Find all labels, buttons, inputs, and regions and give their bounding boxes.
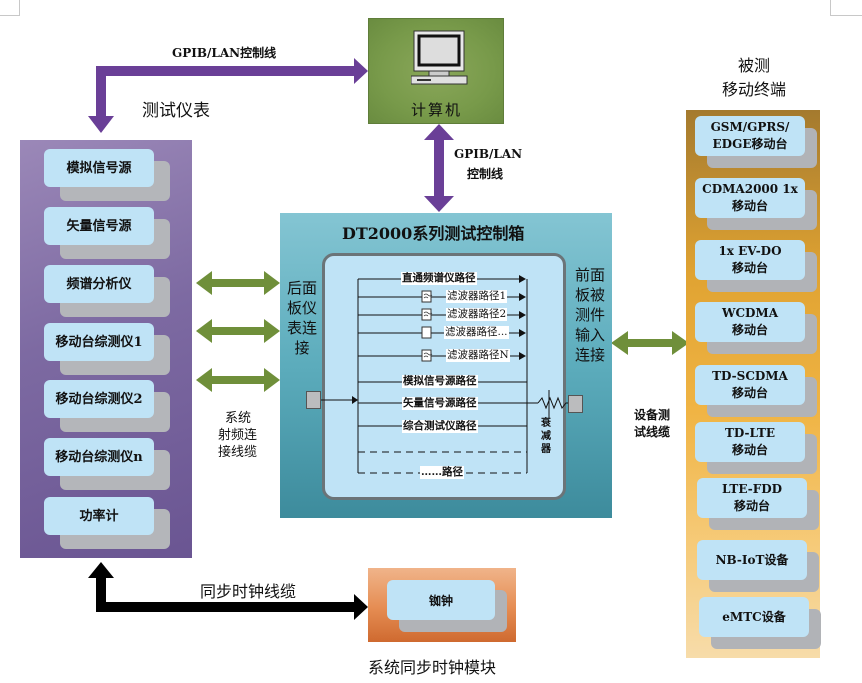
rf-cable-label-2: 射频连 [218, 428, 258, 443]
rear-panel-label: 后面 板仪 表连 接 [286, 279, 317, 357]
path-filter-2: 滤波器路径2 [446, 308, 508, 321]
instrument-card: 功率计 [44, 497, 170, 549]
dut-title-2: 移动终端 [722, 80, 787, 99]
gpib-vertical-label-2: 控制线 [467, 167, 504, 181]
computer-monitor-icon [411, 30, 468, 85]
instrument-power-meter: 功率计 [44, 497, 154, 535]
filter-icons [421, 290, 432, 362]
crop-mark-top-left [0, 0, 20, 16]
path-tester: 综合测试仪路径 [402, 420, 478, 433]
gpib-vertical-label-1: GPIB/LAN [454, 147, 523, 161]
device-cable-label-1: 设备测 [634, 408, 671, 422]
front-port [568, 395, 583, 413]
rear-port [306, 391, 321, 409]
sync-cable-label: 同步时钟线缆 [200, 582, 297, 601]
instrument-tester-2: 移动台综测仪2 [44, 380, 154, 418]
crop-mark-top-right [830, 0, 862, 16]
dut-card: eMTC设备 [699, 597, 821, 649]
device-cable-arrow [611, 331, 689, 355]
dut-emtc: eMTC设备 [699, 597, 809, 637]
path-direct-spectrum: 直通频谱仪路径 [401, 272, 477, 285]
instruments-panel: 模拟信号源 矢量信号源 频谱分析仪 移动台综测仪1 移动台综测仪2 移动台综测仪… [20, 140, 192, 558]
gpib-top-label: GPIB/LAN控制线 [172, 46, 277, 60]
clock-module-title: 系统同步时钟模块 [368, 658, 497, 677]
computer-box: 计算机 [368, 18, 504, 124]
instrument-card: 移动台综测仪2 [44, 380, 170, 432]
instrument-tester-n: 移动台综测仪n [44, 438, 154, 476]
instrument-analog-source: 模拟信号源 [44, 149, 154, 187]
gpib-vertical-arrow [424, 124, 454, 212]
computer-label: 计算机 [411, 101, 463, 119]
device-cable-label-2: 试线缆 [634, 425, 671, 439]
rf-cable-label-1: 系统 [225, 411, 252, 426]
instrument-card: 矢量信号源 [44, 207, 170, 259]
instrument-card: 频谱分析仪 [44, 265, 170, 317]
dut-card: GSM/GPRS/EDGE移动台 [695, 116, 817, 168]
instrument-card: 移动台综测仪1 [44, 323, 170, 375]
instrument-vector-source: 矢量信号源 [44, 207, 154, 245]
instrument-tester-1: 移动台综测仪1 [44, 323, 154, 361]
path-filter-n: 滤波器路径N [446, 349, 510, 362]
rf-arrow-2 [196, 319, 280, 343]
path-analog-source: 模拟信号源路径 [402, 375, 478, 388]
control-box-title: DT2000系列测试控制箱 [342, 224, 525, 243]
dut-card: NB-IoT设备 [697, 540, 819, 592]
path-filter-1: 滤波器路径1 [446, 290, 508, 303]
sync-cable-arrow [88, 562, 368, 620]
dut-nb-iot: NB-IoT设备 [697, 540, 807, 580]
path-filter-etc: 滤波器路径... [444, 326, 509, 339]
path-vector-source: 矢量信号源路径 [402, 397, 478, 410]
instruments-title: 测试仪表 [142, 101, 210, 121]
path-etc: ……路径 [420, 466, 464, 479]
attenuator-label: 衰 减 器 [541, 418, 551, 455]
front-panel-label: 前面 板被 测件 输入 连接 [574, 266, 605, 364]
instrument-spectrum-analyzer: 频谱分析仪 [44, 265, 154, 303]
clock-module-box: 铷钟 [368, 568, 516, 642]
instrument-card: 模拟信号源 [44, 149, 170, 201]
dut-title-1: 被测 [738, 56, 771, 75]
dut-gsm: GSM/GPRS/EDGE移动台 [695, 116, 805, 156]
instrument-card: 移动台综测仪n [44, 438, 170, 490]
rf-arrow-1 [196, 271, 280, 295]
rf-cable-label-3: 接线缆 [218, 445, 258, 460]
gpib-top-arrow [88, 58, 368, 133]
rf-arrow-3 [196, 368, 280, 392]
rubidium-clock-card: 铷钟 [387, 580, 495, 620]
